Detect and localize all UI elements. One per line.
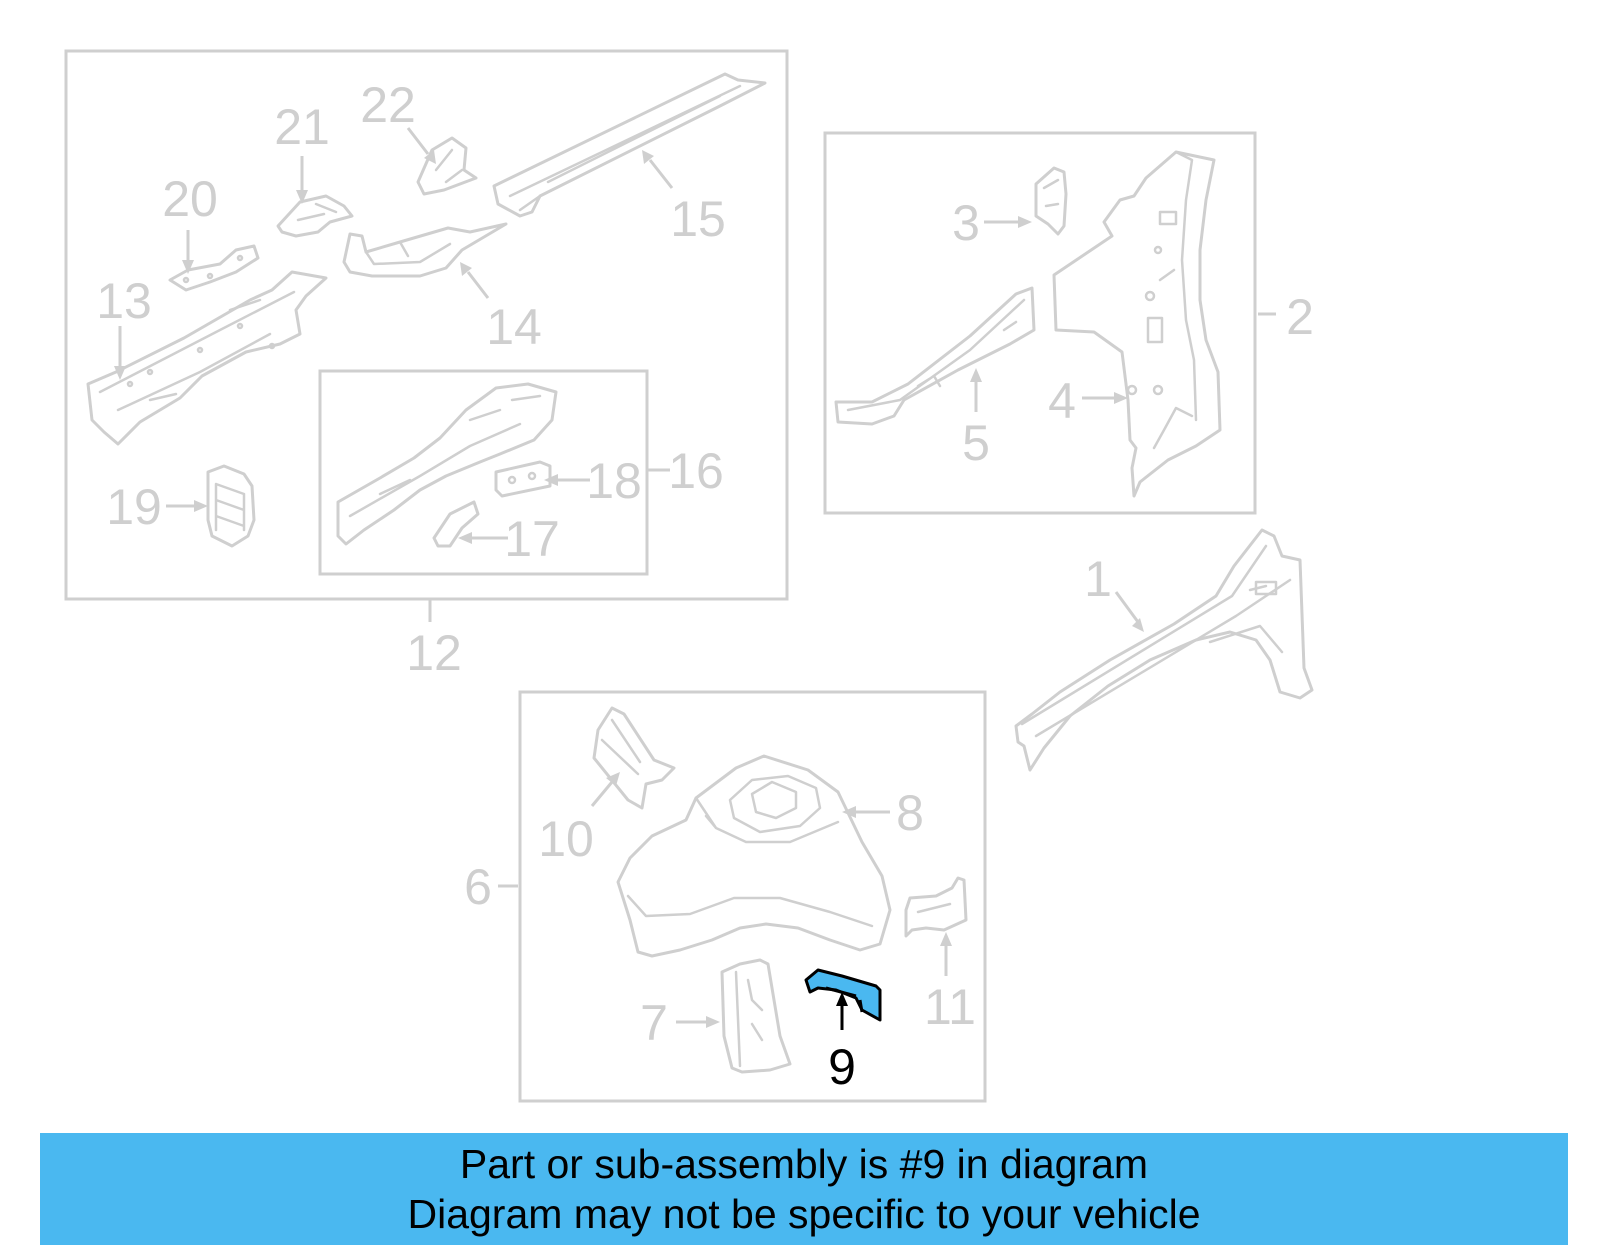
part-17[interactable] — [432, 500, 480, 548]
group-12-box — [64, 49, 789, 601]
group-2-box — [823, 131, 1257, 515]
part-3[interactable] — [1034, 166, 1068, 236]
group-16-box — [318, 369, 649, 576]
part-19[interactable] — [206, 464, 256, 548]
banner-line-1: Part or sub-assembly is #9 in diagram — [459, 1141, 1149, 1187]
part-1[interactable] — [1014, 528, 1314, 772]
callout-17[interactable]: 17 — [504, 511, 560, 567]
part-4[interactable] — [1052, 150, 1222, 498]
part-5[interactable] — [834, 286, 1036, 426]
callout-19[interactable]: 19 — [106, 479, 162, 535]
banner-line-2: Diagram may not be specific to your vehi… — [407, 1191, 1201, 1237]
callout-21[interactable]: 21 — [274, 99, 330, 155]
callout-20[interactable]: 20 — [162, 171, 218, 227]
callout-18[interactable]: 18 — [586, 453, 642, 509]
callout-6[interactable]: 6 — [464, 859, 492, 915]
group-6-box — [518, 690, 987, 1103]
callout-5[interactable]: 5 — [962, 415, 990, 471]
callout-numbers: 1 2 3 4 5 6 7 8 9 10 11 12 13 14 15 16 1… — [96, 77, 1314, 1095]
part-13[interactable] — [86, 270, 328, 446]
callout-10[interactable]: 10 — [538, 811, 594, 867]
callout-12[interactable]: 12 — [406, 625, 462, 681]
part-14[interactable] — [342, 222, 508, 278]
part-16[interactable] — [336, 382, 558, 546]
callout-9[interactable]: 9 — [828, 1039, 856, 1095]
part-18[interactable] — [494, 460, 552, 498]
callout-16[interactable]: 16 — [668, 443, 724, 499]
callout-2[interactable]: 2 — [1286, 289, 1314, 345]
leader-lines — [114, 127, 1276, 1030]
part-21[interactable] — [276, 194, 354, 238]
callout-4[interactable]: 4 — [1048, 373, 1076, 429]
part-22[interactable] — [416, 136, 478, 196]
info-banner: Part or sub-assembly is #9 in diagram Di… — [40, 1133, 1568, 1245]
part-8[interactable] — [616, 754, 892, 958]
callout-3[interactable]: 3 — [952, 195, 980, 251]
part-10[interactable] — [592, 706, 676, 810]
part-20[interactable] — [168, 244, 260, 292]
callout-1[interactable]: 1 — [1084, 551, 1112, 607]
part-11[interactable] — [904, 876, 968, 938]
callout-22[interactable]: 22 — [360, 77, 416, 133]
callout-11[interactable]: 11 — [924, 979, 976, 1035]
callout-7[interactable]: 7 — [640, 995, 668, 1051]
callout-15[interactable]: 15 — [670, 191, 726, 247]
part-15[interactable] — [492, 72, 767, 218]
callout-8[interactable]: 8 — [896, 785, 924, 841]
callout-13[interactable]: 13 — [96, 273, 152, 329]
callout-14[interactable]: 14 — [486, 299, 542, 355]
part-7[interactable] — [720, 958, 792, 1074]
part-9[interactable] — [804, 968, 882, 1022]
